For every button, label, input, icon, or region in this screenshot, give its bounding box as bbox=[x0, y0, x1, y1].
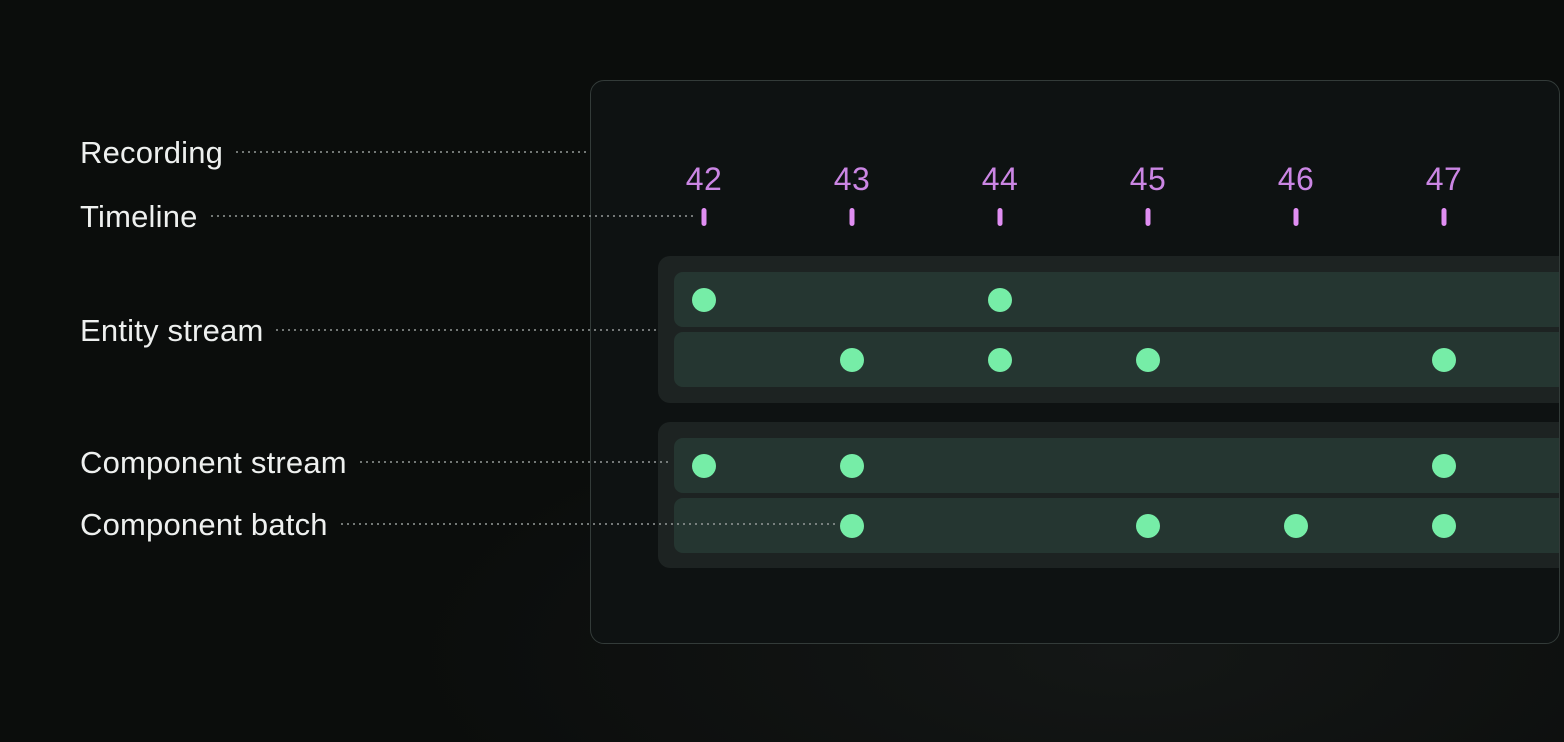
recording-panel: 42 43 44 45 46 47 bbox=[590, 80, 1560, 644]
timeline-tick-label: 47 bbox=[1425, 161, 1463, 197]
timeline-tick-mark bbox=[997, 208, 1003, 226]
component-batch-stream-row bbox=[674, 498, 1559, 553]
data-point-dot bbox=[988, 287, 1012, 312]
annotation-component-batch: Component batch bbox=[80, 505, 838, 543]
component-stream-row-2a bbox=[674, 438, 1559, 493]
timeline-tick-label: 45 bbox=[1129, 161, 1167, 197]
recording-label: Recording bbox=[80, 134, 224, 170]
data-point-dot bbox=[692, 453, 716, 478]
data-point-dot bbox=[1432, 513, 1456, 538]
timeline-leader-line bbox=[210, 215, 697, 217]
data-point-dot bbox=[692, 287, 716, 312]
component-stream-row-1a bbox=[674, 272, 1559, 327]
timeline-tick-label: 44 bbox=[981, 161, 1019, 197]
data-point-dot bbox=[1432, 347, 1456, 372]
timeline-label: Timeline bbox=[80, 198, 198, 234]
annotation-component-stream: Component stream bbox=[80, 443, 670, 481]
timeline-axis: 42 43 44 45 46 47 bbox=[591, 81, 1559, 643]
annotation-entity-stream: Entity stream bbox=[80, 311, 657, 349]
timeline-tick-label: 43 bbox=[833, 161, 871, 197]
data-point-dot bbox=[1136, 347, 1160, 372]
component-batch-leader-line bbox=[340, 523, 838, 525]
component-stream-row-1b bbox=[674, 332, 1559, 387]
entity-stream-group-1 bbox=[658, 256, 1559, 403]
component-batch-label: Component batch bbox=[80, 506, 328, 542]
data-point-dot bbox=[1136, 513, 1160, 538]
timeline-tick-mark bbox=[1293, 208, 1299, 226]
timeline-tick-label: 46 bbox=[1277, 161, 1315, 197]
annotation-timeline: Timeline bbox=[80, 197, 697, 235]
timeline-tick-mark bbox=[1441, 208, 1447, 226]
timeline-tick-mark bbox=[849, 208, 855, 226]
recording-leader-line bbox=[236, 151, 590, 153]
component-stream-leader-line bbox=[359, 461, 670, 463]
annotation-recording: Recording bbox=[80, 133, 590, 171]
data-point-dot bbox=[840, 347, 864, 372]
timeline-tick-label: 42 bbox=[685, 161, 723, 197]
entity-stream-label: Entity stream bbox=[80, 312, 264, 348]
data-point-dot bbox=[1432, 453, 1456, 478]
timeline-tick-mark bbox=[1145, 208, 1151, 226]
data-point-dot bbox=[840, 513, 864, 538]
entity-stream-leader-line bbox=[276, 329, 657, 331]
data-point-dot bbox=[1284, 513, 1308, 538]
entity-stream-group-2 bbox=[658, 422, 1559, 568]
timeline-tick-mark bbox=[701, 208, 707, 226]
data-point-dot bbox=[840, 453, 864, 478]
data-point-dot bbox=[988, 347, 1012, 372]
component-stream-label: Component stream bbox=[80, 444, 347, 480]
